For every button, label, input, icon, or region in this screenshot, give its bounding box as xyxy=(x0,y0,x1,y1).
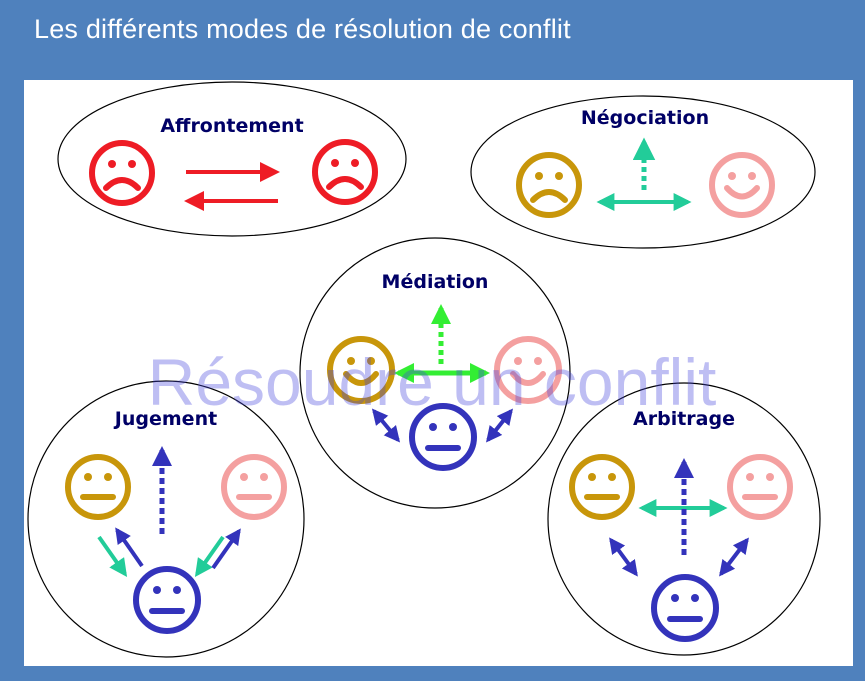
arrow-icon xyxy=(719,537,749,577)
arrow-icon xyxy=(211,528,241,570)
watermark-text: Résoudre un conflit xyxy=(148,345,717,419)
mode-mediation: Médiation xyxy=(299,237,571,509)
mode-affrontement: Affrontement xyxy=(57,81,407,237)
sad-face-icon xyxy=(312,139,378,205)
arrow-icon xyxy=(115,527,144,568)
smiley-face-icon xyxy=(494,336,562,404)
mode-jugement: Jugement xyxy=(27,380,305,658)
label-arbitrage: Arbitrage xyxy=(633,408,735,430)
arrow-icon xyxy=(486,408,513,443)
neutral-face-icon xyxy=(569,454,635,520)
neutral-face-icon xyxy=(651,574,719,642)
smiley-face-icon xyxy=(709,152,775,218)
sad-face-icon xyxy=(89,140,155,206)
label-negociation: Négociation xyxy=(581,107,709,129)
label-mediation: Médiation xyxy=(382,271,489,293)
neutral-face-icon xyxy=(65,454,131,520)
neutral-face-icon xyxy=(409,403,477,471)
mode-negociation: Négociation xyxy=(470,95,816,249)
slide-title: Les différents modes de résolution de co… xyxy=(34,14,571,44)
arrow-icon xyxy=(609,537,638,577)
label-jugement: Jugement xyxy=(113,408,217,430)
smiley-face-icon xyxy=(327,336,395,404)
neutral-face-icon xyxy=(727,454,793,520)
arrow-icon xyxy=(371,408,401,443)
arrow-icon xyxy=(194,535,225,577)
neutral-face-icon xyxy=(133,566,201,634)
label-affrontement: Affrontement xyxy=(160,115,303,137)
neutral-face-icon xyxy=(221,454,287,520)
sad-face-icon xyxy=(516,152,582,218)
mode-arbitrage: Arbitrage xyxy=(547,382,821,656)
arrow-icon xyxy=(97,535,128,577)
